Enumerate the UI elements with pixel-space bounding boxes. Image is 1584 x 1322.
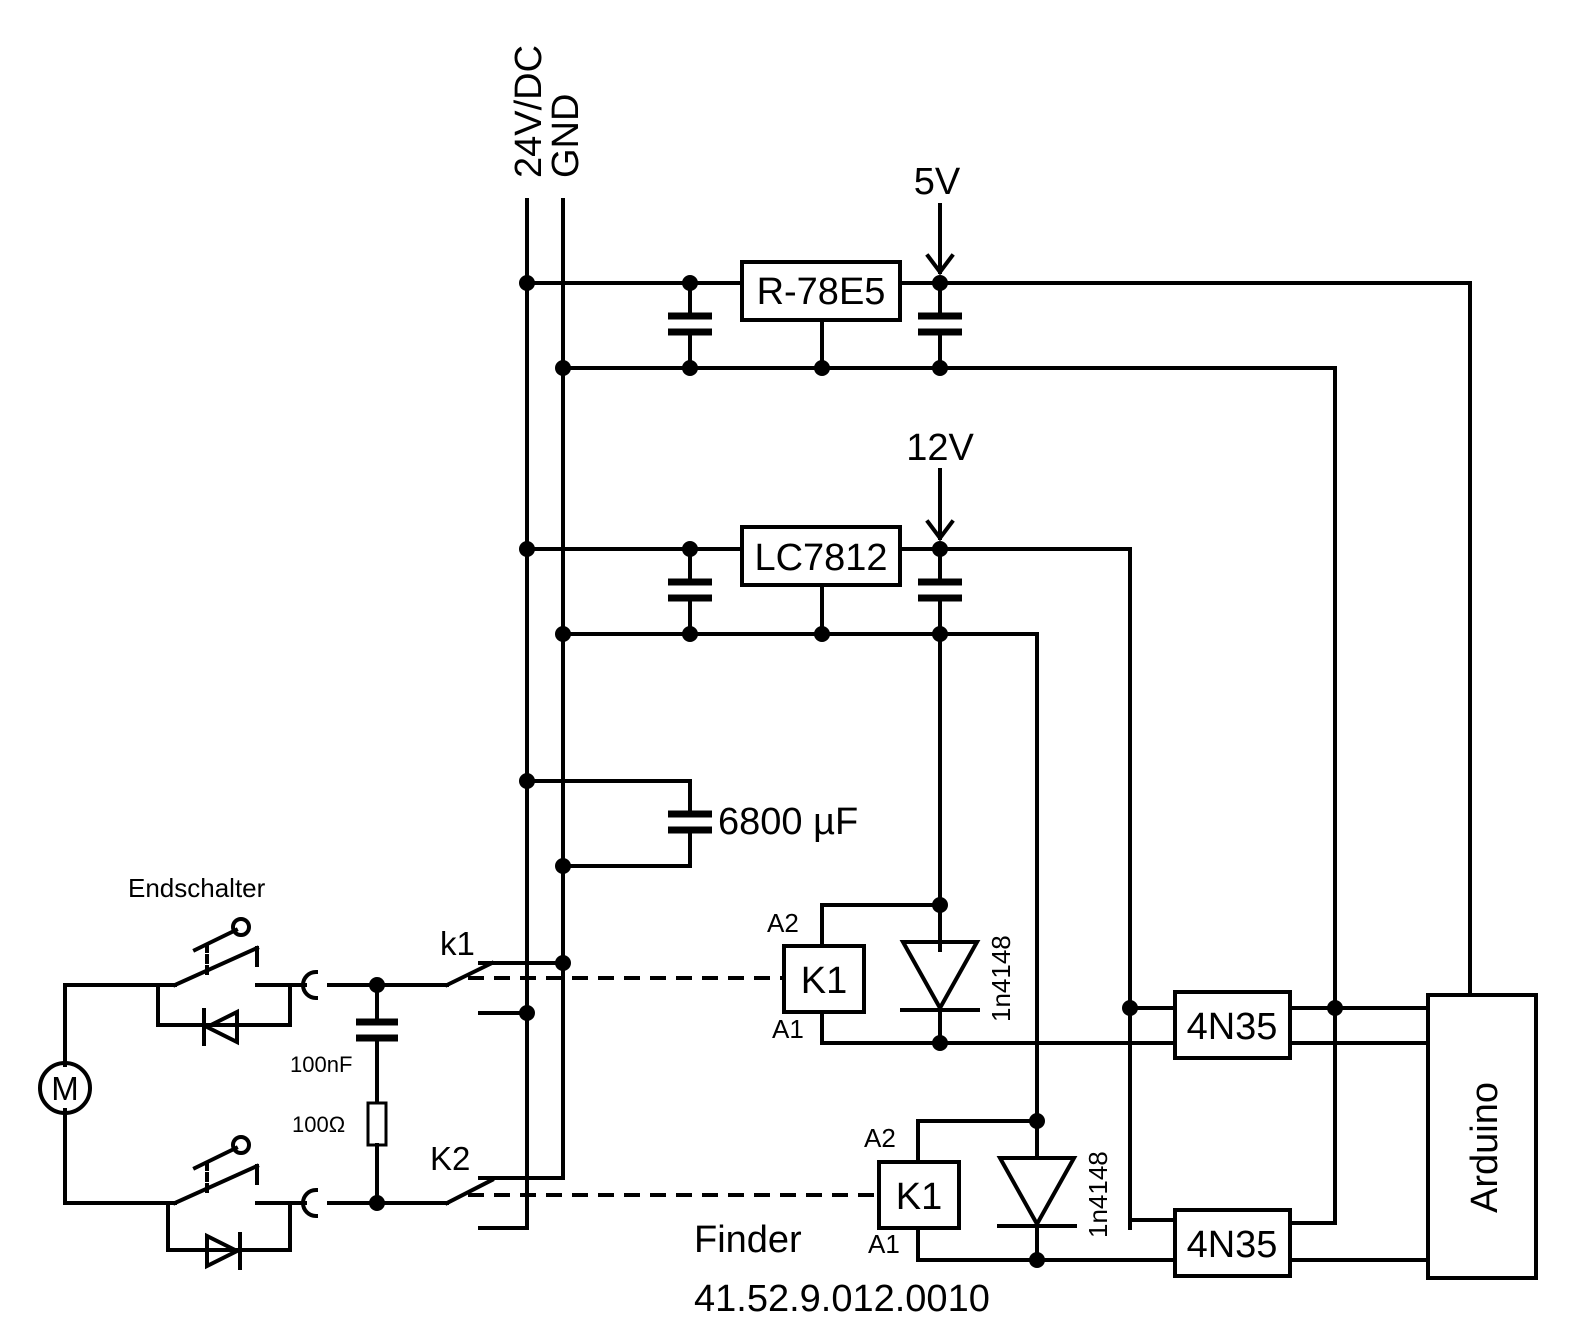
- limit-switch-label: Endschalter: [128, 873, 266, 903]
- snubber-network: [327, 977, 449, 1211]
- snubber-resistor-label: 100Ω: [292, 1112, 345, 1137]
- relay-1-coil-label: K1: [801, 960, 847, 1002]
- regulator-r78e5-label: R-78E5: [757, 271, 886, 313]
- relay-contact-k2-label: K2: [430, 1140, 470, 1177]
- supply-rail-label: 24V/DC: [508, 45, 550, 178]
- optocoupler-2: [1173, 1208, 1292, 1278]
- arduino-block: [1426, 993, 1538, 1280]
- relay-2-pin-a2: A2: [864, 1123, 896, 1153]
- relay-2-diode-label: 1n4148: [1083, 1151, 1113, 1238]
- junction-dots-12v: [519, 541, 948, 642]
- motor-loop: [38, 983, 160, 1205]
- optocoupler-wiring: [1122, 1000, 1430, 1262]
- junction-dots-5v: [519, 275, 948, 376]
- output-5v-label: 5V: [914, 161, 961, 203]
- ground-rail-label: GND: [545, 94, 587, 178]
- relay-part-number-label: 41.52.9.012.0010: [694, 1278, 990, 1320]
- relay-1-pin-a2: A2: [767, 908, 799, 938]
- relay-1-coil: [782, 944, 866, 1014]
- optocoupler-2-label: 4N35: [1187, 1224, 1278, 1266]
- relay-2-pin-a1: A1: [868, 1229, 900, 1259]
- motor-symbol: M: [51, 1070, 79, 1107]
- regulator-r78e5: [740, 260, 902, 322]
- relay-2: [916, 1113, 1177, 1268]
- relay-contact-k1-label: k1: [440, 925, 475, 962]
- limit-switch-1: [156, 917, 319, 1046]
- snubber-capacitor-label: 100nF: [290, 1052, 352, 1077]
- arduino-label: Arduino: [1464, 1082, 1506, 1213]
- optocoupler-1: [1173, 990, 1292, 1060]
- relay-2-coil-label: K1: [896, 1176, 942, 1218]
- regulator-5v-section: [525, 203, 1472, 1225]
- relay-2-coil: [877, 1160, 961, 1230]
- relay-contact-k1: [444, 955, 571, 1021]
- regulator-lc7812: [740, 525, 902, 587]
- bulk-capacitor-label: 6800 µF: [718, 801, 858, 843]
- mechanical-linkage: [468, 976, 879, 1197]
- optocoupler-1-label: 4N35: [1187, 1006, 1278, 1048]
- limit-switch-2: [156, 1135, 319, 1270]
- relay-contact-k2: [444, 1176, 565, 1230]
- relay-1-diode-label: 1n4148: [986, 935, 1016, 1022]
- relay-1: [820, 897, 1177, 1051]
- output-12v-label: 12V: [906, 427, 974, 469]
- relay-1-pin-a1: A1: [772, 1014, 804, 1044]
- regulator-lc7812-label: LC7812: [754, 537, 887, 579]
- bulk-capacitor: [519, 773, 712, 874]
- relay-maker-label: Finder: [694, 1219, 802, 1261]
